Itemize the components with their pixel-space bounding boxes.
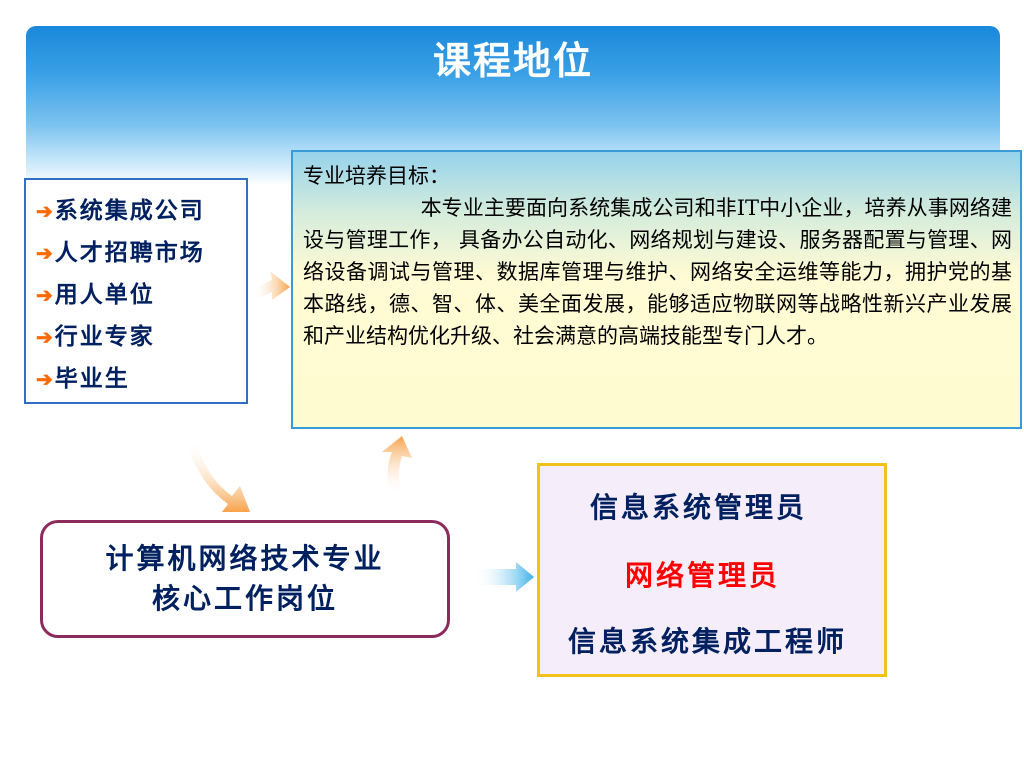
goal-body: 本专业主要面向系统集成公司和非IT中小企业，培养从事网络建设与管理工作， 具备办… [303, 196, 1012, 348]
source-item: ➔行业专家 [36, 323, 155, 350]
arrow-bullet-icon: ➔ [36, 199, 53, 223]
core-title-line-2: 核心工作岗位 [151, 582, 338, 615]
core-positions-box: 计算机网络技术专业 核心工作岗位 [40, 520, 450, 638]
arrow-core-to-goal [382, 436, 412, 496]
job-role-network-admin: 网络管理员 [625, 559, 781, 592]
training-goal-box: 专业培养目标： 本专业主要面向系统集成公司和非IT中小企业，培养从事网络建设与管… [291, 150, 1022, 429]
arrow-core-to-jobs [474, 562, 534, 592]
arrow-sources-to-core [188, 440, 250, 512]
goal-heading: 专业培养目标： [303, 164, 450, 188]
slide-title: 课程地位 [432, 39, 593, 83]
job-roles-box: 信息系统管理员 网络管理员 信息系统集成工程师 [537, 463, 887, 677]
source-item: ➔系统集成公司 [36, 197, 205, 224]
core-title-line-1: 计算机网络技术专业 [105, 542, 385, 575]
arrow-bullet-icon: ➔ [36, 367, 53, 391]
job-role-system-integration-engineer: 信息系统集成工程师 [568, 625, 848, 658]
source-item: ➔人才招聘市场 [36, 239, 205, 266]
arrow-bullet-icon: ➔ [36, 283, 53, 307]
arrow-bullet-icon: ➔ [36, 325, 53, 349]
arrow-sources-to-goal [252, 271, 290, 302]
source-list-box: ➔系统集成公司 ➔人才招聘市场 ➔用人单位 ➔行业专家 ➔毕业生 [24, 178, 248, 404]
arrow-bullet-icon: ➔ [36, 241, 53, 265]
job-role-info-system-admin: 信息系统管理员 [590, 491, 808, 524]
source-item: ➔毕业生 [36, 365, 130, 392]
source-item: ➔用人单位 [36, 281, 155, 308]
